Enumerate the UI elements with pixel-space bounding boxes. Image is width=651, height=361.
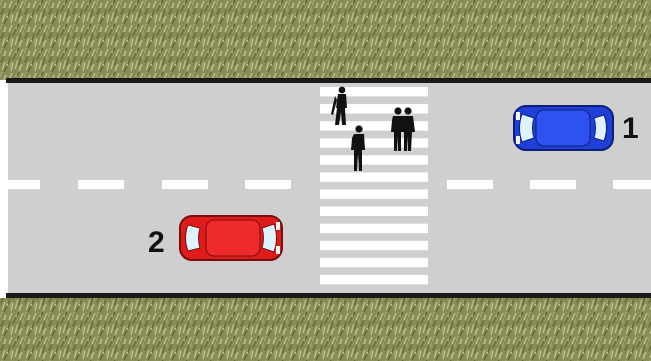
crosswalk-stripe (320, 223, 428, 234)
center-lane-marking (8, 180, 651, 189)
crosswalk (320, 83, 428, 293)
pedestrians (331, 86, 415, 171)
car-1-rear-window (593, 114, 607, 142)
crosswalk-stripe (320, 104, 428, 114)
crosswalk-stripe (320, 257, 428, 268)
car-1-windshield (519, 113, 535, 143)
grass-top (0, 0, 651, 80)
pedestrian-3 (391, 107, 404, 151)
crosswalk-stripe (320, 121, 428, 131)
crosswalk-stripe (320, 87, 428, 97)
crosswalk-stripe (320, 138, 428, 148)
car-1 (513, 105, 614, 151)
pedestrian-4 (402, 107, 415, 151)
car-2-rear-window (185, 224, 201, 252)
crosswalk-stripe (320, 172, 428, 182)
crosswalk-stripe (320, 189, 428, 199)
car-2-windshield (261, 223, 277, 253)
pedestrian-2 (351, 125, 365, 171)
car-2 (179, 215, 283, 261)
crosswalk-stripe (320, 274, 428, 285)
pedestrian-1 (331, 86, 347, 125)
car-2-label: 2 (148, 226, 165, 259)
crosswalk-stripe (320, 206, 428, 216)
car-1-label: 1 (622, 112, 639, 145)
road-edge-bottom (6, 293, 651, 298)
crosswalk-stripe (320, 240, 428, 251)
road-edge-top (6, 78, 651, 83)
crosswalk-stripe (320, 155, 428, 165)
grass-bottom (0, 298, 651, 361)
